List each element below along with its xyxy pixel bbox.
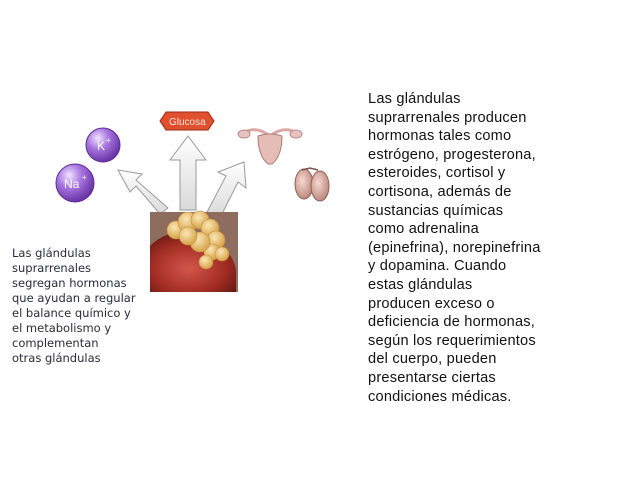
testes-icon bbox=[294, 167, 330, 202]
sodium-ion-icon: Na + bbox=[55, 163, 95, 203]
sodium-label: Na bbox=[64, 177, 80, 191]
arrow-up-icon bbox=[169, 135, 207, 211]
potassium-label: K bbox=[97, 139, 105, 153]
hormone-arrows bbox=[117, 135, 247, 219]
description-text: Las glándulas suprarrenales producen hor… bbox=[368, 91, 541, 405]
kidney-adrenal-image bbox=[150, 210, 238, 292]
arrow-right-icon bbox=[205, 161, 247, 219]
left-caption: Las glándulas suprarrenales segregan hor… bbox=[12, 246, 136, 365]
potassium-charge: + bbox=[106, 136, 111, 145]
adrenal-gland-illustration: K + Na + Glucosa bbox=[55, 111, 330, 292]
adrenal-gland-shape bbox=[166, 210, 230, 270]
glucose-badge-icon: Glucosa bbox=[159, 111, 215, 131]
glucose-label: Glucosa bbox=[169, 117, 206, 128]
potassium-ion-icon: K + bbox=[85, 127, 121, 163]
uterus-icon bbox=[237, 128, 303, 165]
arrow-left-icon bbox=[117, 169, 169, 215]
sodium-charge: + bbox=[82, 173, 87, 182]
